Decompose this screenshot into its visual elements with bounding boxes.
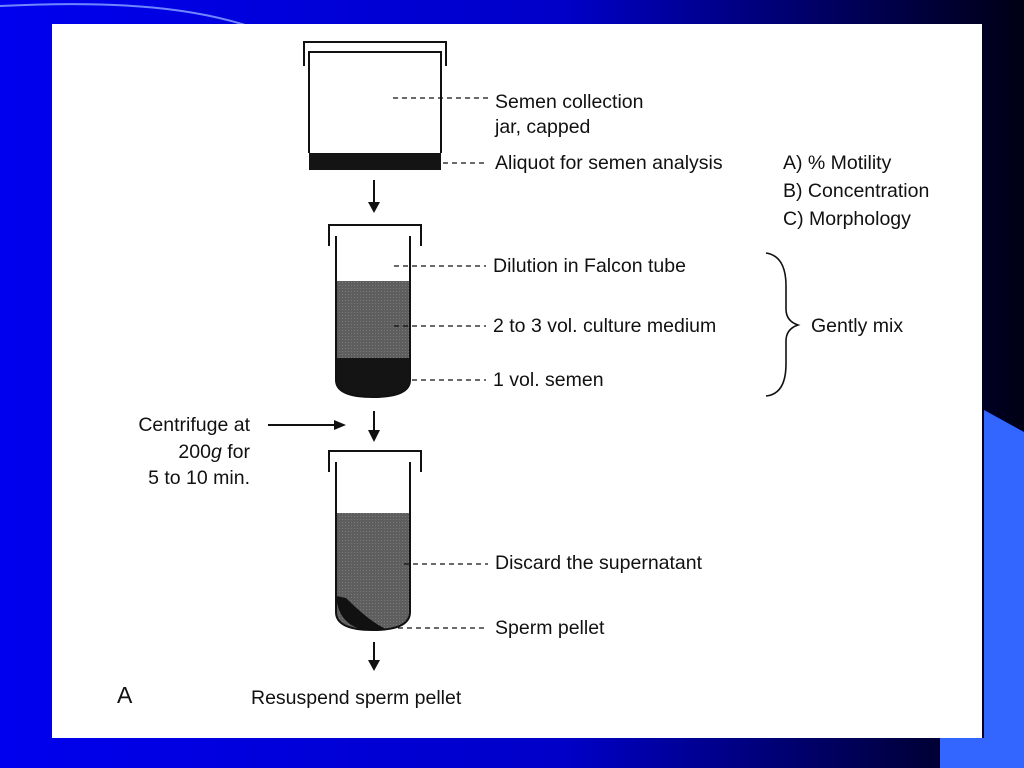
collection-jar (303, 41, 447, 170)
label-morphology: C) Morphology (783, 208, 911, 230)
figure-panel (52, 24, 982, 738)
label-aliquot: Aliquot for semen analysis (495, 152, 723, 174)
label-semen-volume: 1 vol. semen (493, 369, 604, 391)
arrow-down-1 (368, 180, 380, 213)
supernatant-fill (336, 513, 410, 630)
label-culture-medium: 2 to 3 vol. culture medium (493, 315, 717, 337)
accent-block (940, 410, 1024, 768)
label-discard-supernatant: Discard the supernatant (495, 552, 703, 574)
figure-letter: A (117, 682, 133, 708)
arrow-right-centrifuge (268, 420, 346, 430)
falcon-tube-centrifuged (328, 450, 422, 632)
label-gently-mix: Gently mix (811, 315, 904, 337)
falcon-tube-dilution (328, 224, 422, 399)
semen-fill (336, 358, 410, 397)
label-sperm-pellet: Sperm pellet (495, 617, 605, 639)
label-centrifuge-line3: 5 to 10 min. (148, 467, 250, 489)
leader-lines (393, 97, 488, 629)
aliquot-band (309, 153, 441, 170)
label-motility: A) % Motility (783, 152, 892, 174)
culture-medium-fill (336, 281, 410, 358)
label-centrifuge-line2: 200g for (178, 441, 250, 463)
label-resuspend: Resuspend sperm pellet (251, 687, 462, 709)
gently-mix-brace (765, 252, 801, 397)
top-swoosh (0, 3, 261, 31)
arrow-down-3 (368, 642, 380, 671)
sperm-pellet-fill (336, 596, 386, 630)
label-centrifuge-line1: Centrifuge at (138, 414, 250, 436)
label-dilution: Dilution in Falcon tube (493, 255, 686, 277)
flow-arrows (268, 180, 380, 671)
arrow-down-2 (368, 411, 380, 442)
label-concentration: B) Concentration (783, 180, 930, 202)
